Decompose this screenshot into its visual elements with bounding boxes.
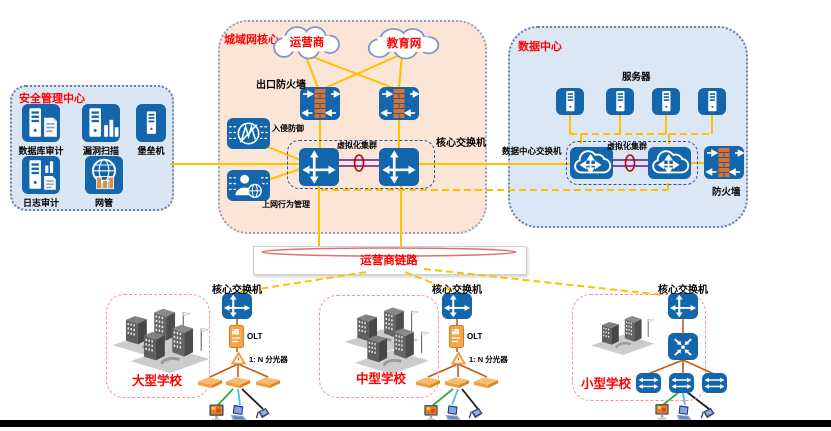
onu-icon [414,376,442,389]
splitter-icon-medium [451,351,466,365]
net-mgmt-icon [85,156,123,194]
server-icon-2 [606,88,634,115]
servers-label: 服务器 [622,72,651,83]
olt-icon-large [229,325,244,348]
splitter-icon-large [231,351,246,365]
medium-school-switch-icon [442,293,472,319]
server-icon-4 [698,88,726,115]
dc-firewall-label: 防火墙 [712,187,741,198]
onu-icon [196,376,224,389]
core-switch-label: 核心交换机 [436,138,486,149]
large-school-zone [106,294,210,398]
ips-label: 入侵防御 [272,124,304,133]
log-audit-label: 日志审计 [22,198,59,208]
virtual-cluster-links [339,159,648,167]
small-school-switch-icon [668,293,698,319]
dc-cloud-switch-icon-right [648,147,691,179]
data-center-zone [508,26,748,228]
bastion-host-label: 堡垒机 [137,146,165,156]
dc-cloud-switch-icon-left [570,147,613,179]
net-mgmt-label: 网管 [94,198,113,208]
school-optical-links [209,319,715,378]
man-core-title: 城域网核心 [224,34,279,46]
bottom-bar [0,420,831,427]
small-school-zone [572,294,706,401]
large-school-core-switch-label: 核心交换机 [212,285,262,296]
data-center-title: 数据中心 [518,41,562,53]
db-audit-label: 数据库审计 [18,146,64,156]
access-switch-icon-3 [702,373,727,393]
medium-school-zone [319,295,439,398]
access-switch-icon-1 [636,373,661,393]
vuln-scan-label: 漏洞扫描 [82,146,119,156]
carrier-cloud: 运营商 [266,24,348,60]
carrier-link-banner [253,246,527,275]
yellow-dashed-links [239,133,712,296]
core-cluster-label: 虚拟化集群 [337,141,377,150]
olt-label-large: OLT [247,332,263,341]
olt-label-medium: OLT [467,332,483,341]
behavior-mgmt-label: 上网行为管理 [262,200,310,209]
core-switch-icon-right [379,148,419,186]
log-audit-icon [22,156,60,194]
aggregation-switch-icon [668,333,698,360]
dc-firewall-icon [704,146,744,179]
large-school-switch-icon [222,293,252,319]
exit-firewall-icon-left [300,87,340,120]
onu-icon [224,376,252,389]
yellow-solid-links [170,53,713,246]
medium-school-core-switch-label: 核心交换机 [432,285,482,296]
dc-switch-label: 数据中心交换机 [502,146,562,156]
onu-icon [443,376,471,389]
splitter-label-large: 1: N 分光器 [249,355,288,364]
cluster-ring-icons [353,154,636,172]
behavior-mgmt-icon [227,170,270,201]
access-switch-icon-2 [669,373,694,393]
carrier-link-label: 运营商链路 [360,255,418,267]
small-school-core-switch-label: 核心交换机 [658,285,708,296]
db-audit-icon [22,104,60,142]
monitor-icon [654,403,670,421]
exit-firewall-icon-right [379,87,419,120]
ips-icon [227,118,270,149]
large-school-buildings-illustration-2 [128,318,212,376]
small-school-name: 小型学校 [581,377,632,391]
exit-firewall-label: 出口防火墙 [256,80,306,91]
core-switch-cluster-box [287,140,435,189]
edu-net-cloud-label: 教育网 [386,38,422,50]
security-center-title: 安全管理中心 [19,93,85,105]
onu-icon [254,376,282,389]
core-switch-icon-left [299,148,339,186]
small-school-buildings-illustration [590,310,656,358]
carrier-cloud-label: 运营商 [289,37,325,49]
carrier-link-ellipse [261,247,517,257]
dc-cluster-label: 虚拟化集群 [607,142,647,151]
splitter-label-medium: 1: N 分光器 [469,355,508,364]
server-icon-3 [652,88,680,115]
server-icon-1 [556,88,584,115]
vuln-scan-icon [82,104,120,142]
olt-icon-medium [449,325,464,348]
medium-school-name: 中型学校 [356,372,407,386]
large-school-name: 大型学校 [132,374,183,388]
dc-switch-cluster-box [566,141,698,185]
onu-icon [472,376,500,389]
bastion-host-icon [136,104,166,142]
edu-net-cloud: 教育网 [360,26,448,60]
